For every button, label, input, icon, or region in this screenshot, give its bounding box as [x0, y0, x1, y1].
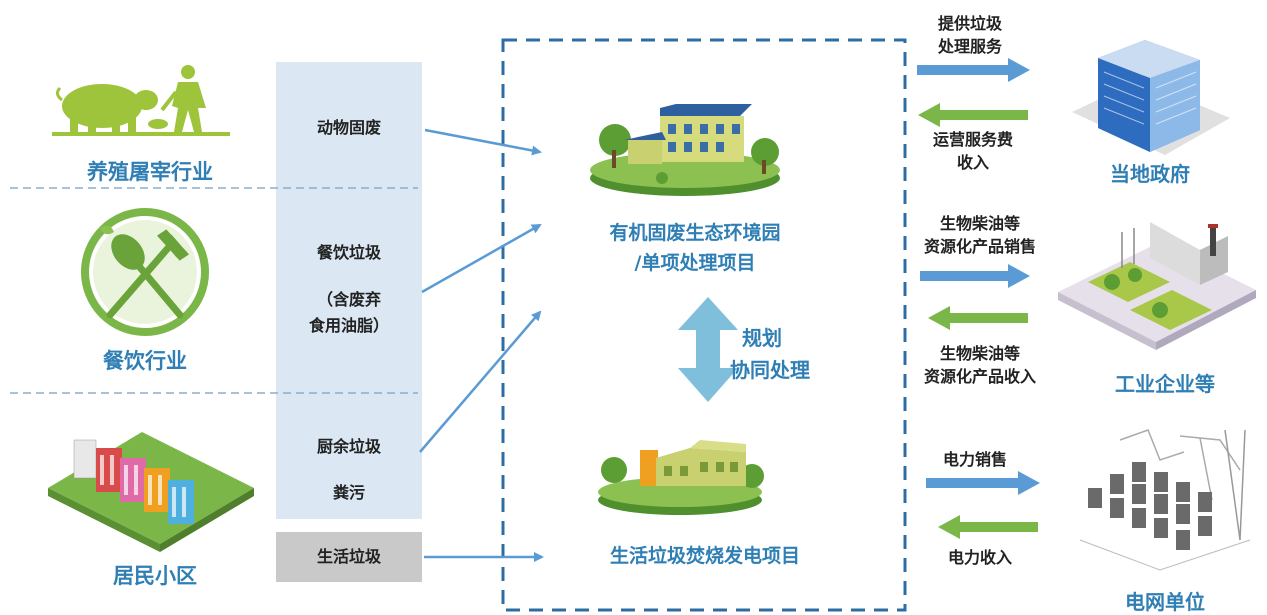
- flow-ind-in-2: 资源化产品收入: [923, 367, 1036, 386]
- coordination-label-2: 协同处理: [730, 358, 810, 382]
- arrow-ind-in: [928, 306, 1028, 330]
- livestock-icon: [52, 65, 230, 136]
- flow-ind-out-2: 资源化产品销售: [923, 237, 1036, 256]
- eco-park-title: 有机固废生态环境园: [609, 222, 781, 244]
- waste-box-domestic: [276, 532, 422, 582]
- residential-icon: [48, 432, 254, 552]
- eco-park-subtitle: /单项处理项目: [634, 252, 756, 274]
- catering-icon: [81, 208, 209, 336]
- waste-food-note-1: （含废弃: [316, 290, 381, 309]
- waste-food: 餐饮垃圾: [316, 243, 381, 262]
- destination-industry: 工业企业等: [1115, 372, 1215, 396]
- source-residential-label: 居民小区: [113, 564, 197, 588]
- project-boundary: [501, 38, 907, 612]
- coordination-arrow: [678, 297, 738, 402]
- arrow-ind-out: [920, 264, 1030, 288]
- flow-gov-in-2: 收入: [956, 153, 989, 172]
- arrow-gov-out: [917, 58, 1030, 82]
- arrow-food-to-park: [421, 223, 542, 294]
- waste-animal: 动物固废: [316, 118, 381, 137]
- industry-icon: [1058, 222, 1256, 350]
- arrow-grid-in: [938, 515, 1038, 539]
- arrow-kitchen-to-park: [419, 310, 542, 453]
- incineration-plant-icon: [598, 440, 764, 515]
- destination-government: 当地政府: [1110, 162, 1190, 186]
- arrow-gov-in: [918, 103, 1028, 127]
- destination-grid: 电网单位: [1125, 590, 1205, 614]
- flow-grid-in: 电力收入: [947, 548, 1012, 567]
- arrow-animal-to-park: [424, 128, 542, 156]
- power-grid-icon: [1079, 429, 1251, 571]
- flow-ind-out-1: 生物柴油等: [939, 214, 1020, 233]
- flow-grid-out: 电力销售: [942, 450, 1007, 469]
- waste-box-upper: [276, 62, 422, 519]
- flow-ind-in-1: 生物柴油等: [939, 344, 1020, 363]
- coordination-label-1: 规划: [742, 326, 782, 350]
- waste-kitchen: 厨余垃圾: [316, 437, 381, 456]
- flow-gov-out-1: 提供垃圾: [937, 14, 1002, 33]
- source-livestock-label: 养殖屠宰行业: [87, 160, 213, 184]
- flow-gov-out-2: 处理服务: [937, 37, 1002, 56]
- incineration-title: 生活垃圾焚烧发电项目: [609, 545, 800, 567]
- arrow-grid-out: [926, 471, 1040, 495]
- flow-gov-in-1: 运营服务费: [932, 130, 1013, 149]
- government-building-icon: [1072, 40, 1230, 155]
- source-catering-label: 餐饮行业: [103, 349, 187, 373]
- waste-manure: 粪污: [332, 483, 365, 502]
- waste-domestic: 生活垃圾: [316, 547, 381, 566]
- eco-park-building-icon: [590, 104, 780, 196]
- waste-food-note-2: 食用油脂）: [308, 316, 389, 335]
